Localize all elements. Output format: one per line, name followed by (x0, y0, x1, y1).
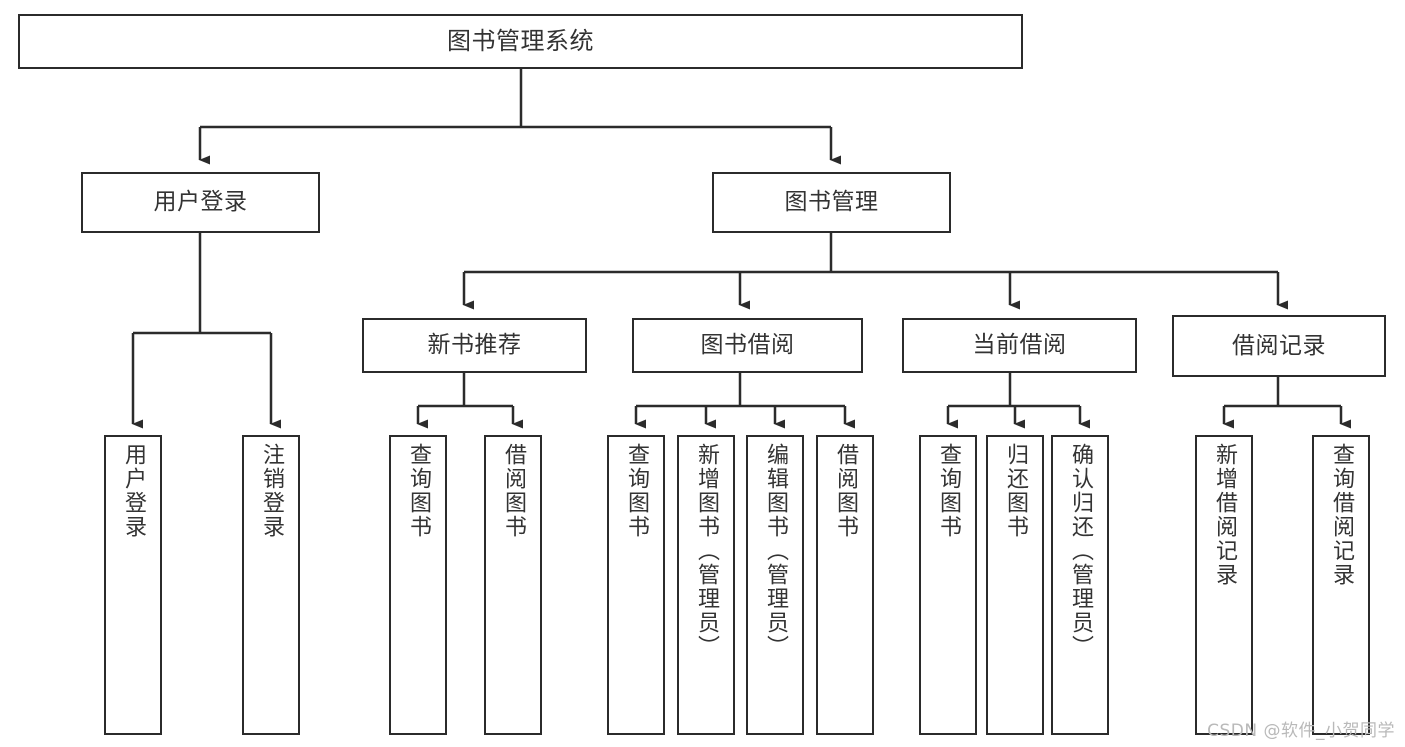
watermark: CSDN @软件_小贺同学 (1207, 721, 1395, 741)
leaf-current-borrow-confirm-return-admin[interactable]: 确认归还（管理员） (1051, 435, 1109, 735)
node-label: 新书推荐 (427, 332, 522, 359)
node-label: 查询图书 (406, 443, 431, 539)
node-new-book-recommend[interactable]: 新书推荐 (362, 318, 587, 373)
leaf-book-borrow-add-book-admin[interactable]: 新增图书（管理员） (677, 435, 735, 735)
node-user-login[interactable]: 用户登录 (81, 172, 320, 233)
leaf-current-borrow-return-book[interactable]: 归还图书 (986, 435, 1044, 735)
node-label: 查询图书 (624, 443, 649, 539)
node-label: 新增图书（管理员） (694, 443, 719, 659)
leaf-book-borrow-edit-book-admin[interactable]: 编辑图书（管理员） (746, 435, 804, 735)
leaf-current-borrow-query-book[interactable]: 查询图书 (919, 435, 977, 735)
node-label: 查询借阅记录 (1329, 443, 1354, 587)
leaf-new-book-query-book[interactable]: 查询图书 (389, 435, 447, 735)
leaf-user-login-query-user-login[interactable]: 用户登录 (104, 435, 162, 735)
node-book-management-system[interactable]: 图书管理系统 (18, 14, 1023, 69)
node-borrow-record[interactable]: 借阅记录 (1172, 315, 1386, 377)
node-label: 借阅记录 (1232, 332, 1326, 359)
node-label: 图书管理系统 (447, 26, 594, 55)
node-label: 注销登录 (259, 443, 284, 539)
leaf-book-borrow-borrow-book[interactable]: 借阅图书 (816, 435, 874, 735)
node-label: 归还图书 (1003, 443, 1028, 539)
node-label: 用户登录 (153, 189, 248, 216)
leaf-user-login-logout[interactable]: 注销登录 (242, 435, 300, 735)
node-book-management[interactable]: 图书管理 (712, 172, 951, 233)
node-current-borrow[interactable]: 当前借阅 (902, 318, 1137, 373)
node-label: 图书管理 (784, 189, 879, 216)
node-label: 编辑图书（管理员） (763, 443, 788, 659)
leaf-book-borrow-query-book[interactable]: 查询图书 (607, 435, 665, 735)
node-label: 新增借阅记录 (1212, 443, 1237, 587)
node-label: 用户登录 (121, 443, 146, 539)
node-label: 图书借阅 (700, 332, 795, 359)
leaf-new-book-borrow-book[interactable]: 借阅图书 (484, 435, 542, 735)
node-label: 当前借阅 (972, 332, 1067, 359)
leaf-borrow-record-add-record[interactable]: 新增借阅记录 (1195, 435, 1253, 735)
node-label: 查询图书 (936, 443, 961, 539)
leaf-borrow-record-query-record[interactable]: 查询借阅记录 (1312, 435, 1370, 735)
node-label: 借阅图书 (501, 443, 526, 539)
node-label: 借阅图书 (833, 443, 858, 539)
node-label: 确认归还（管理员） (1068, 443, 1093, 659)
node-book-borrow[interactable]: 图书借阅 (632, 318, 863, 373)
